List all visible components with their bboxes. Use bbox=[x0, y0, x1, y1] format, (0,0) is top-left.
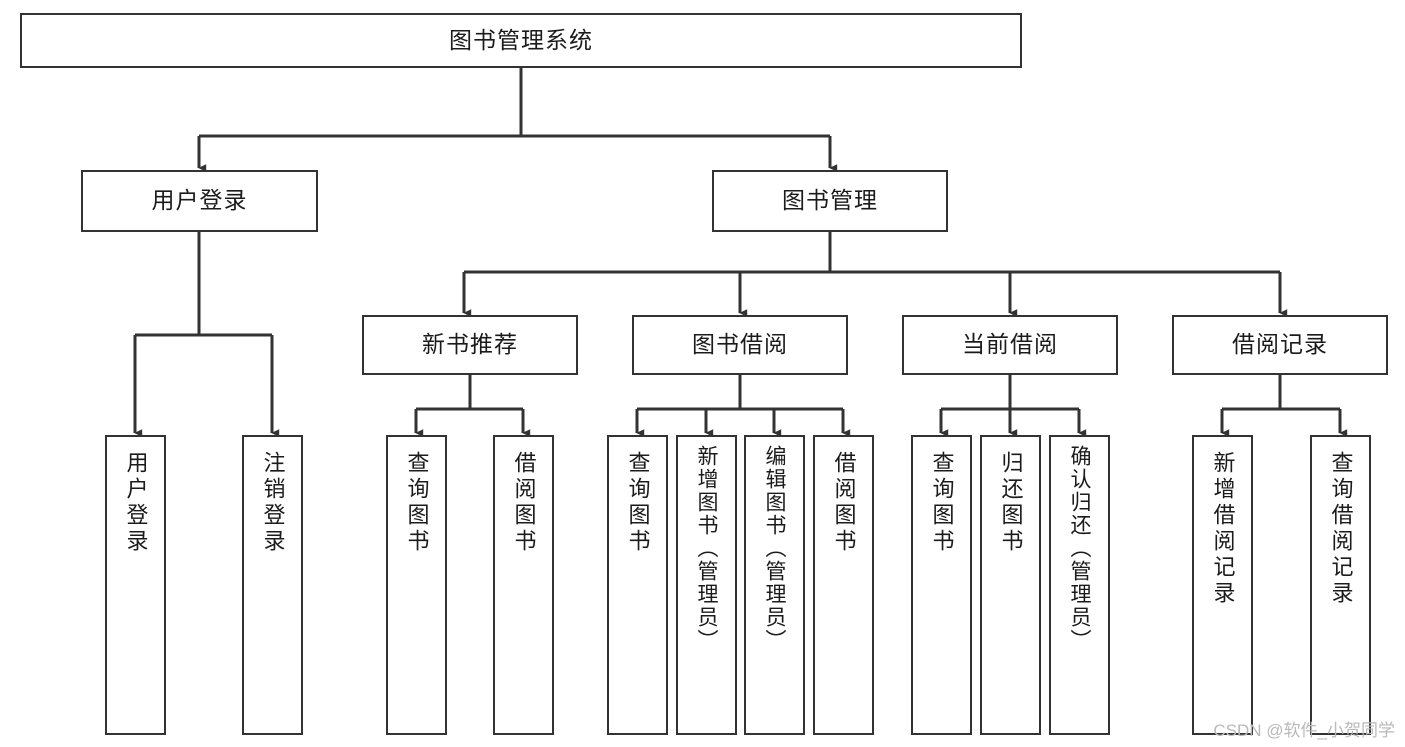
node-user-login-label: 用户登录 bbox=[151, 187, 248, 214]
leaf-current-return-book[interactable]: 归还图书 bbox=[980, 435, 1041, 735]
node-borrow-record[interactable]: 借阅记录 bbox=[1172, 315, 1388, 375]
node-root-system[interactable]: 图书管理系统 bbox=[20, 13, 1022, 68]
leaf-user-login-signout[interactable]: 注销登录 bbox=[242, 435, 303, 735]
leaf-user-login-signin[interactable]: 用户登录 bbox=[105, 435, 166, 735]
leaf-record-add-record-label: 新增借阅记录 bbox=[1210, 451, 1236, 607]
node-current-borrow-label: 当前借阅 bbox=[962, 331, 1058, 358]
leaf-recommend-query-book-label: 查询图书 bbox=[404, 451, 430, 555]
leaf-borrow-borrow-book[interactable]: 借阅图书 bbox=[813, 435, 874, 735]
leaf-current-return-book-label: 归还图书 bbox=[998, 451, 1024, 555]
node-book-borrow[interactable]: 图书借阅 bbox=[632, 315, 848, 375]
leaf-borrow-query-book[interactable]: 查询图书 bbox=[607, 435, 668, 735]
leaf-recommend-borrow-book[interactable]: 借阅图书 bbox=[493, 435, 554, 735]
node-user-login[interactable]: 用户登录 bbox=[81, 170, 318, 232]
leaf-user-login-signout-label: 注销登录 bbox=[260, 451, 286, 555]
node-new-book-recommend[interactable]: 新书推荐 bbox=[362, 315, 578, 375]
leaf-record-add-record[interactable]: 新增借阅记录 bbox=[1192, 435, 1253, 735]
leaf-current-confirm-return-admin-label: 确认归还（管理员） bbox=[1068, 445, 1091, 652]
leaf-recommend-query-book[interactable]: 查询图书 bbox=[386, 435, 447, 735]
leaf-recommend-borrow-book-label: 借阅图书 bbox=[511, 451, 537, 555]
leaf-borrow-edit-book-admin-label: 编辑图书（管理员） bbox=[763, 445, 786, 652]
leaf-record-query-record[interactable]: 查询借阅记录 bbox=[1310, 435, 1371, 735]
node-borrow-record-label: 借阅记录 bbox=[1232, 331, 1328, 358]
leaf-record-query-record-label: 查询借阅记录 bbox=[1328, 451, 1354, 607]
leaf-borrow-add-book-admin-label: 新增图书（管理员） bbox=[695, 445, 718, 652]
leaf-current-query-book-label: 查询图书 bbox=[929, 451, 955, 555]
node-book-borrow-label: 图书借阅 bbox=[692, 331, 788, 358]
node-book-management[interactable]: 图书管理 bbox=[712, 170, 948, 232]
node-current-borrow[interactable]: 当前借阅 bbox=[902, 315, 1118, 375]
leaf-current-confirm-return-admin[interactable]: 确认归还（管理员） bbox=[1049, 435, 1110, 735]
leaf-borrow-edit-book-admin[interactable]: 编辑图书（管理员） bbox=[744, 435, 805, 735]
leaf-borrow-borrow-book-label: 借阅图书 bbox=[831, 451, 857, 555]
leaf-current-query-book[interactable]: 查询图书 bbox=[911, 435, 972, 735]
leaf-borrow-query-book-label: 查询图书 bbox=[625, 451, 651, 555]
node-book-management-label: 图书管理 bbox=[782, 187, 878, 214]
csdn-watermark: CSDN @软件_小贺同学 bbox=[1213, 721, 1395, 740]
leaf-borrow-add-book-admin[interactable]: 新增图书（管理员） bbox=[676, 435, 737, 735]
node-root-system-label: 图书管理系统 bbox=[449, 26, 593, 53]
node-new-book-recommend-label: 新书推荐 bbox=[422, 331, 518, 358]
leaf-user-login-signin-label: 用户登录 bbox=[123, 451, 149, 555]
